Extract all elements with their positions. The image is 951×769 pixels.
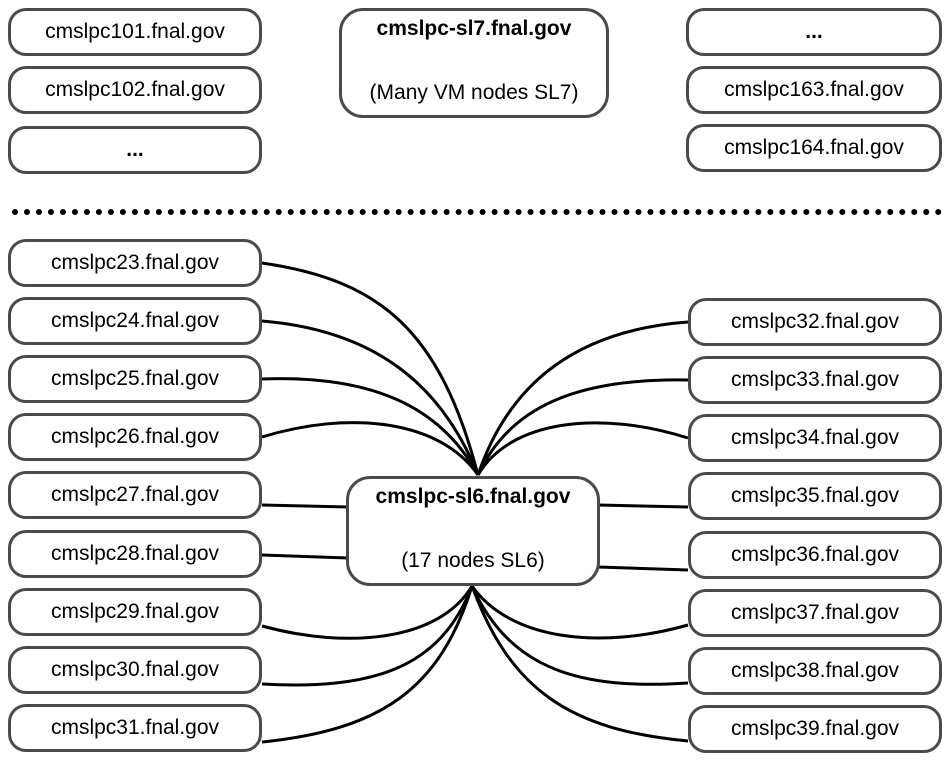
connector-cmslpc35 (597, 503, 689, 509)
sl6-node-cmslpc29: cmslpc29.fnal.gov (8, 588, 262, 636)
connector-cmslpc34 (476, 421, 689, 476)
sl7-hub-title: cmslpc-sl7.fnal.gov (376, 17, 572, 40)
connector-cmslpc26 (261, 421, 480, 476)
connector-cmslpc29 (261, 585, 474, 640)
connector-cmslpc27 (261, 503, 349, 509)
sl6-node-cmslpc25: cmslpc25.fnal.gov (8, 355, 262, 403)
sl6-node-cmslpc38: cmslpc38.fnal.gov (688, 647, 942, 695)
sl6-hub: cmslpc-sl6.fnal.gov (17 nodes SL6) (346, 476, 600, 586)
sl7-node-cmslpc102: cmslpc102.fnal.gov (8, 66, 262, 114)
sl6-node-cmslpc32: cmslpc32.fnal.gov (688, 298, 942, 346)
sl6-node-cmslpc27: cmslpc27.fnal.gov (8, 471, 262, 519)
sl7-hub: cmslpc-sl7.fnal.gov (Many VM nodes SL7) (339, 8, 609, 118)
connector-cmslpc32 (476, 320, 689, 476)
sl6-node-cmslpc30: cmslpc30.fnal.gov (8, 646, 262, 694)
sl6-node-cmslpc28: cmslpc28.fnal.gov (8, 530, 262, 578)
connector-cmslpc38 (470, 585, 689, 686)
sl6-node-cmslpc31: cmslpc31.fnal.gov (8, 704, 262, 752)
sl7-node-cmslpc101: cmslpc101.fnal.gov (8, 8, 262, 56)
connector-cmslpc28 (261, 553, 349, 560)
sl6-hub-subtitle: (17 nodes SL6) (401, 549, 545, 572)
connector-cmslpc39 (470, 585, 689, 743)
pool-divider (12, 209, 942, 215)
sl6-node-cmslpc24: cmslpc24.fnal.gov (8, 297, 262, 345)
sl7-hub-subtitle: (Many VM nodes SL7) (369, 81, 579, 104)
connector-cmslpc23 (261, 261, 480, 476)
connector-cmslpc30 (261, 585, 474, 687)
sl6-node-cmslpc36: cmslpc36.fnal.gov (688, 531, 942, 579)
sl7-node-cmslpc163: cmslpc163.fnal.gov (686, 66, 942, 114)
connector-cmslpc36 (597, 565, 689, 572)
sl6-node-cmslpc39: cmslpc39.fnal.gov (688, 705, 942, 753)
connector-cmslpc25 (261, 377, 480, 476)
connector-cmslpc37 (470, 585, 689, 640)
sl6-node-cmslpc37: cmslpc37.fnal.gov (688, 589, 942, 637)
sl6-node-cmslpc33: cmslpc33.fnal.gov (688, 356, 942, 404)
sl7-node-ellipsis-right: ... (686, 8, 942, 56)
sl6-node-cmslpc35: cmslpc35.fnal.gov (688, 472, 942, 520)
sl6-node-cmslpc23: cmslpc23.fnal.gov (8, 239, 262, 287)
sl6-node-cmslpc26: cmslpc26.fnal.gov (8, 413, 262, 461)
connector-cmslpc33 (476, 378, 689, 476)
sl6-hub-title: cmslpc-sl6.fnal.gov (375, 485, 571, 508)
connector-cmslpc24 (261, 319, 480, 476)
sl7-node-cmslpc164: cmslpc164.fnal.gov (686, 124, 942, 172)
sl7-node-ellipsis-left: ... (8, 126, 262, 174)
sl6-node-cmslpc34: cmslpc34.fnal.gov (688, 414, 942, 462)
connector-cmslpc31 (261, 585, 474, 744)
